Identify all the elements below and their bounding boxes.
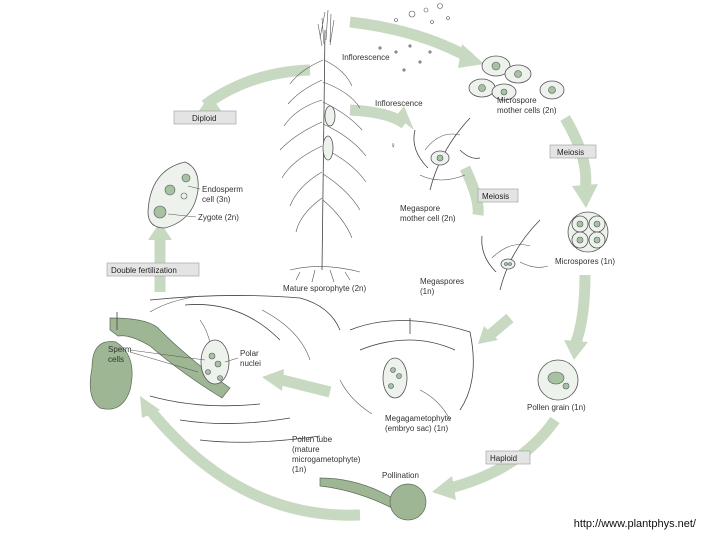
diploid-label: Diploid: [192, 114, 216, 123]
arrow-pollination-to-fertilization: [145, 406, 361, 521]
microspore-mother-label-1: Microspore: [497, 96, 537, 105]
arrow-megaspore-to-megaspores: [460, 165, 484, 216]
megaspores-icon: [481, 219, 549, 291]
pollination-icon: [319, 477, 427, 521]
megaspore-mother-label-2: mother cell (2n): [400, 214, 456, 223]
megaspore-mother-cell-icon: [413, 117, 481, 191]
pollen-grain-icon: [537, 359, 579, 401]
source-url: http://www.plantphys.net/: [573, 518, 696, 530]
pollen-tube-label-3: microgametophyte): [292, 455, 361, 464]
meiosis-center-label: Meiosis: [482, 192, 509, 201]
pollen-tube-label-2: (mature: [292, 445, 320, 454]
corn-plant-icon: [279, 9, 367, 283]
endosperm-zygote-icon: [147, 161, 199, 229]
megagametophyte-label-2: (embryo sac) (1n): [385, 424, 448, 433]
double-fertilization-box: [106, 262, 200, 277]
arrow-to-pollen-grain: [569, 274, 591, 348]
pollen-tube-label-1: Pollen tube: [292, 435, 333, 444]
sperm-label-1: Sperm: [108, 345, 132, 354]
zygote-label: Zygote (2n): [198, 213, 239, 222]
meiosis-right-label: Meiosis: [557, 148, 584, 157]
sperm-label-2: cells: [108, 355, 124, 364]
double-fertilization-label: Double fertilization: [111, 266, 177, 275]
pollen-tube-label-4: (1n): [292, 465, 307, 474]
megagametophyte-label-1: Megagametophyte: [385, 414, 452, 423]
pollen-specks: [378, 3, 450, 72]
arrow-to-female-inflorescence: [349, 104, 409, 129]
meiosis-center-box: [477, 188, 519, 203]
pollination-label: Pollination: [382, 471, 419, 480]
microspores-tetrad-icon: [567, 211, 609, 253]
arrow-to-megagametophyte: [486, 313, 514, 340]
meiosis-right-box: [549, 144, 597, 159]
mature-sporophyte-label: Mature sporophyte (2n): [283, 284, 366, 293]
microspore-mother-label-2: mother cells (2n): [497, 106, 557, 115]
megaspores-label-1: Megaspores: [420, 277, 464, 286]
arrow-megagametophyte-to-ovule: [280, 374, 332, 398]
endosperm-label-2: cell (3n): [202, 195, 231, 204]
inflorescence-top-label: Inflorescence: [342, 53, 390, 62]
polar-label-2: nuclei: [240, 359, 261, 368]
inflorescence-mid-label: Inflorescence: [375, 99, 423, 108]
megaspores-label-2: (1n): [420, 287, 435, 296]
diploid-box: [173, 110, 237, 125]
haploid-box: [485, 450, 531, 465]
female-symbol: ♀: [390, 141, 396, 150]
arrow-to-microspore-mother: [349, 16, 473, 63]
microspore-mother-cells-icon: [468, 55, 565, 101]
arrow-diploid-arc: [201, 64, 311, 110]
fertilization-ovule-icon: [89, 295, 341, 443]
haploid-label: Haploid: [490, 454, 517, 463]
cycle-arrows: [140, 16, 598, 521]
pollen-grain-label: Pollen grain (1n): [527, 403, 586, 412]
polar-label-1: Polar: [240, 349, 259, 358]
microspores-label: Microspores (1n): [555, 257, 615, 266]
megaspore-mother-label-1: Megaspore: [400, 204, 441, 213]
megagametophyte-icon: [339, 318, 474, 421]
endosperm-label-1: Endosperm: [202, 185, 243, 194]
